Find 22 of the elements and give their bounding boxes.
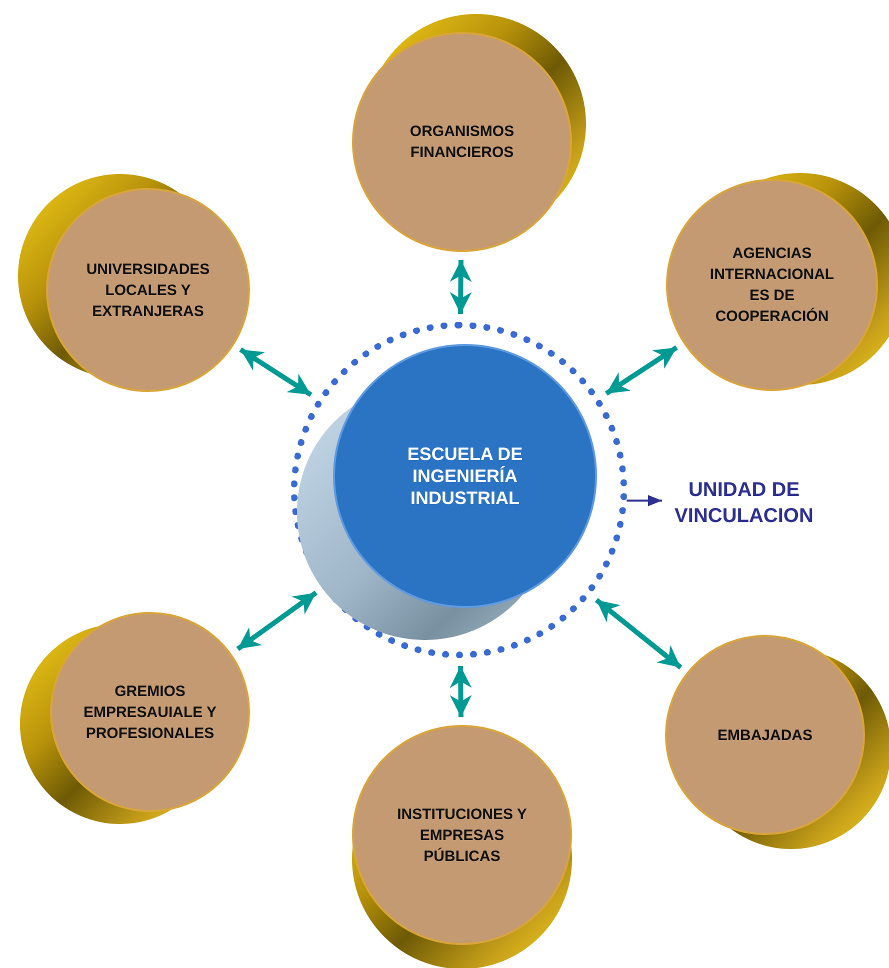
double-arrow [594,598,682,670]
double-arrow [626,495,662,506]
node-label: UNIVERSIDADES LOCALES Y EXTRANJERAS [85,260,211,322]
cylinder-node [665,635,889,849]
node-label: ORGANISMOS FINANCIEROS [408,122,516,163]
cylinder-node [352,725,572,968]
double-arrow [236,590,318,652]
dotted-ring [291,322,627,658]
node-label: ESCUELA DE INGENIERÍA INDUSTRIAL [406,443,524,509]
double-arrow [450,260,472,314]
double-arrow [239,347,312,397]
cylinder-node [666,173,889,391]
cylinder-node [20,612,250,824]
node-label: UNIDAD DE VINCULACION [674,478,814,529]
cylinder-node [352,14,586,252]
node-label: GREMIOS EMPRESAUIALE Y PROFESIONALES [82,682,218,744]
node-label: EMBAJADAS [717,726,812,746]
cylinder-node [18,174,250,392]
double-arrow [604,345,678,396]
node-label: AGENCIAS INTERNACIONAL ES DE COOPERACIÓN [708,244,836,327]
double-arrow [450,666,472,718]
node-label: INSTITUCIONES Y EMPRESAS PÚBLICAS [396,804,528,866]
